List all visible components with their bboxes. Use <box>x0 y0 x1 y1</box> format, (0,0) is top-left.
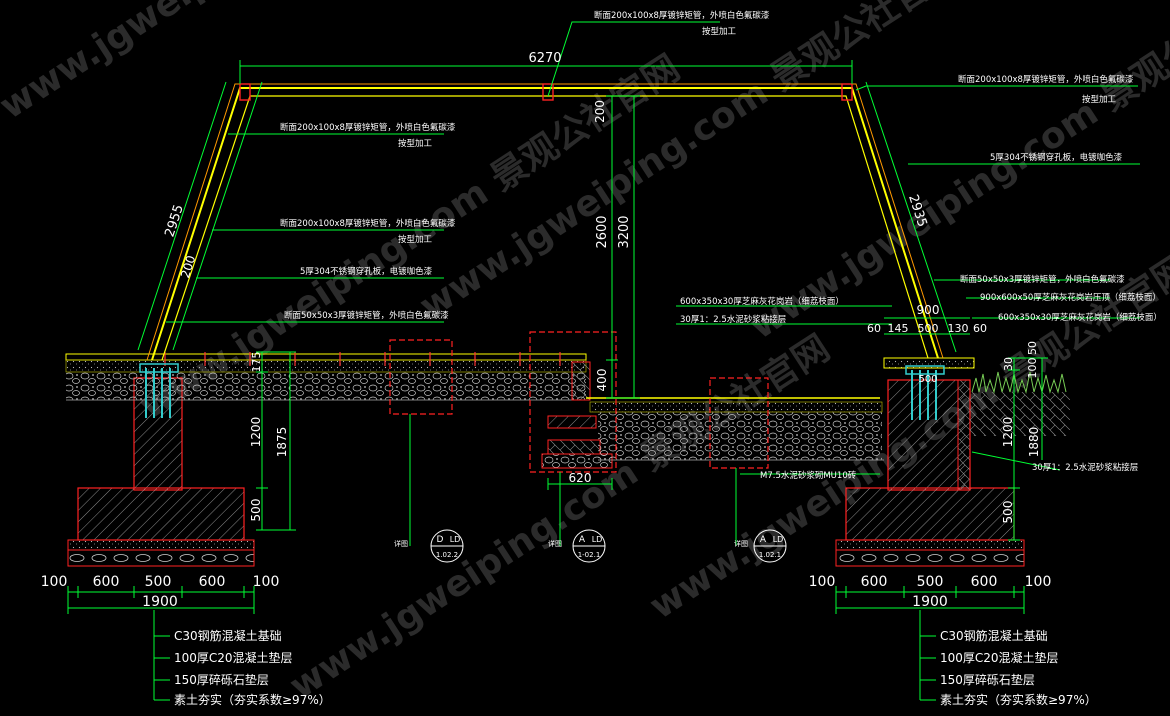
note-top-center-2: 按型加工 <box>702 26 737 37</box>
curb-a-label: 60 <box>867 322 881 335</box>
curb-e-label: 60 <box>973 322 987 335</box>
left-f1-label: 175 <box>250 352 263 373</box>
center-pool-base <box>586 397 884 461</box>
curb-d-label: 130 <box>948 322 969 335</box>
note-left-d: 断面50x50x3厚镀锌矩管，外喷白色氟碳漆 <box>284 310 449 321</box>
left-f3-label: 1875 <box>275 427 289 458</box>
note-right-b: 断面50x50x3厚镀锌矩管，外喷白色氟碳漆 <box>960 274 1125 285</box>
right-f1-label: 30 <box>1002 357 1015 371</box>
total-height-label: 3200 <box>617 215 632 248</box>
annotations: 断面200x100x8厚镀锌矩管，外喷白色氟碳漆 按型加工 断面200x100x… <box>280 10 1162 481</box>
curb-c-label: 500 <box>918 322 939 335</box>
inner-height-label: 2600 <box>595 215 610 248</box>
right-footing-seg-5: 100 <box>1025 574 1052 590</box>
callout-d-detail[interactable]: 详图 D LD 1.02.2 <box>394 529 464 563</box>
curb-inner-label: 500 <box>918 374 937 385</box>
watermark-text: www.jgweiping.com 景观公社官网 <box>0 0 547 128</box>
note-right-c: 900x600x50厚芝麻灰花岗岩压顶（细荔枝面） <box>980 292 1161 303</box>
note-left-a-2: 按型加工 <box>398 138 433 149</box>
callout-2-sheet: LD <box>592 535 603 544</box>
note-right-d: 600x350x30厚芝麻灰花岗岩（细荔枝面） <box>998 312 1162 323</box>
right-curb <box>883 357 975 491</box>
note-mid-c: M7.5水泥砂浆砌MU10砖 <box>760 470 857 481</box>
note-left-b-1: 断面200x100x8厚镀锌矩管，外喷白色氟碳漆 <box>280 218 456 229</box>
right-footing-seg-1: 100 <box>809 574 836 590</box>
note-right-a: 5厚304不锈钢穿孔板，电镀咖色漆 <box>990 152 1123 163</box>
note-left-c: 5厚304不锈钢穿孔板，电镀咖色漆 <box>300 266 433 277</box>
left-footing-seg-2: 600 <box>93 574 120 590</box>
legend-right-4: 素土夯实（夯实系数≥97%） <box>940 692 1097 707</box>
note-mid-a: 600x350x30厚芝麻灰花岗岩（细荔枝面） <box>680 296 844 307</box>
legend-left-4: 素土夯实（夯实系数≥97%） <box>174 692 331 707</box>
step-width-label: 620 <box>569 471 592 485</box>
right-f5-label: 1880 <box>1027 427 1041 458</box>
left-footing-seg-1: 100 <box>41 574 68 590</box>
right-f2-label: 100 <box>1026 358 1039 379</box>
right-f6-label: 500 <box>1001 501 1015 524</box>
callout-3-label: 详图 <box>734 539 748 548</box>
left-footing-seg-5: 100 <box>253 574 280 590</box>
right-footing-seg-2: 600 <box>861 574 888 590</box>
note-right-e: 30厚1：2.5水泥砂浆粘接层 <box>1032 462 1138 473</box>
curb-total-label: 900 <box>917 303 940 317</box>
callout-1-letter: D <box>437 535 444 545</box>
legend-right-3: 150厚碎砾石垫层 <box>940 672 1035 687</box>
left-footing-total: 1900 <box>142 594 178 610</box>
grass-area <box>970 371 1070 436</box>
curb-b-label: 145 <box>888 322 909 335</box>
note-mid-b: 30厚1：2.5水泥砂浆粘接层 <box>680 314 786 325</box>
overall-width-label: 6270 <box>528 51 561 66</box>
callout-3-ref: 1.02.1 <box>759 551 781 559</box>
callout-2-letter: A <box>579 535 586 545</box>
left-f2-label: 1200 <box>249 417 263 448</box>
note-top-center-1: 断面200x100x8厚镀锌矩管，外喷白色氟碳漆 <box>594 10 770 21</box>
callout-2-label: 详图 <box>548 539 562 548</box>
leaders <box>153 21 1140 701</box>
legend-right: C30钢筋混凝土基础 100厚C20混凝土垫层 150厚碎砾石垫层 素土夯实（夯… <box>940 628 1097 707</box>
legend-left-3: 150厚碎砾石垫层 <box>174 672 269 687</box>
legend-left-2: 100厚C20混凝土垫层 <box>174 650 293 665</box>
right-footing-dims: 100 600 500 600 100 1900 <box>809 574 1052 610</box>
note-left-a-1: 断面200x100x8厚镀锌矩管，外喷白色氟碳漆 <box>280 122 456 133</box>
callout-a-pool[interactable]: 详图 A LD 1.02.1 <box>734 529 787 563</box>
left-paving <box>65 352 587 401</box>
left-width-label: 200 <box>178 254 198 280</box>
step-wall <box>541 361 613 469</box>
left-footing-seg-3: 500 <box>145 574 172 590</box>
legend-left-1: C30钢筋混凝土基础 <box>174 628 282 643</box>
callout-a-step[interactable]: 详图 A LD 1-02.1 <box>548 529 606 563</box>
note-top-right-2: 按型加工 <box>1082 94 1117 105</box>
callout-3-sheet: LD <box>773 535 784 544</box>
dimension-labels: 6270 200 2600 3200 400 2955 200 2935 175… <box>162 51 1041 523</box>
legend-left: C30钢筋混凝土基础 100厚C20混凝土垫层 150厚碎砾石垫层 素土夯实（夯… <box>174 628 331 707</box>
left-footing-dims: 100 600 500 600 100 1900 <box>41 574 280 610</box>
left-footing-seg-4: 600 <box>199 574 226 590</box>
right-f3-label: 50 <box>1026 341 1039 355</box>
note-left-b-2: 按型加工 <box>398 234 433 245</box>
detail-boxes <box>389 331 769 473</box>
left-diagonal-label: 2955 <box>162 203 186 239</box>
legend-right-2: 100厚C20混凝土垫层 <box>940 650 1059 665</box>
legend-right-1: C30钢筋混凝土基础 <box>940 628 1048 643</box>
left-f4-label: 500 <box>249 499 263 522</box>
right-footing-seg-3: 500 <box>917 574 944 590</box>
left-rebar <box>139 363 179 418</box>
dimensions <box>67 60 1048 614</box>
step-height-label: 400 <box>595 369 609 392</box>
right-footing-total: 1900 <box>912 594 948 610</box>
note-top-right-1: 断面200x100x8厚镀锌矩管，外喷白色氟碳漆 <box>958 74 1134 85</box>
right-f4-label: 1200 <box>1001 417 1015 448</box>
callout-1-ref: 1.02.2 <box>436 551 458 559</box>
callout-3-letter: A <box>760 535 767 545</box>
beam-depth-label: 200 <box>593 100 607 123</box>
callout-2-ref: 1-02.1 <box>578 551 601 559</box>
callout-1-label: 详图 <box>394 539 408 548</box>
right-footing-seg-4: 600 <box>971 574 998 590</box>
callout-1-sheet: LD <box>450 535 461 544</box>
right-rebar <box>905 365 945 420</box>
